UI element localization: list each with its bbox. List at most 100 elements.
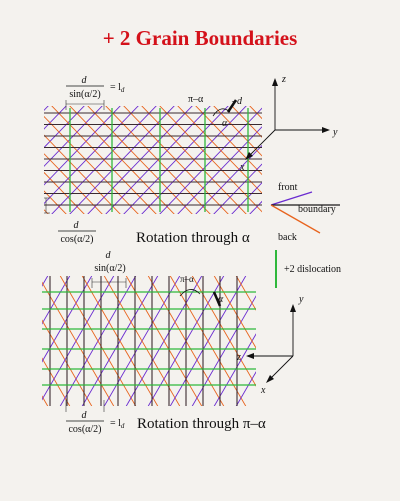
- back-diagonal-line: [44, 115, 139, 214]
- top-side-spacing: d cos(α/2): [44, 197, 96, 245]
- back-diagonal-line: [249, 106, 262, 120]
- front-diagonal-line: [282, 102, 394, 218]
- top-z-label: z: [281, 74, 286, 85]
- bottom-angle-annotation: π–α α: [179, 274, 224, 307]
- back-diagonal-line: [235, 276, 256, 311]
- top-y-label: y: [332, 127, 338, 138]
- top-lattice-diagonals: [0, 102, 400, 218]
- front-diagonal-line: [278, 272, 358, 410]
- front-diagonal-line: [256, 272, 336, 410]
- back-diagonal-line: [69, 106, 175, 214]
- front-diagonal-line: [42, 276, 71, 325]
- bottom-top-denominator: sin(α/2): [94, 263, 125, 274]
- back-diagonal-line: [87, 106, 193, 214]
- front-diagonal-line: [0, 102, 34, 218]
- back-diagonal-line: [278, 272, 358, 410]
- back-diagonal-line: [0, 102, 16, 218]
- back-diagonal-line: [0, 272, 28, 410]
- bottom-lattice-vertical-lines: [49, 276, 238, 406]
- bottom-y-label: y: [298, 294, 304, 305]
- front-diagonal-line: [44, 106, 85, 149]
- top-lattice-horizontal-lines: [44, 112, 262, 206]
- back-diagonal-line: [42, 395, 49, 406]
- front-diagonal-line: [42, 276, 49, 287]
- legend-back-label: back: [278, 232, 297, 243]
- top-eq-numerator: d: [82, 75, 88, 86]
- top-angle-label: π–α: [188, 94, 204, 105]
- front-diagonal-line: [300, 102, 400, 218]
- slide-title: + 2 Grain Boundaries: [102, 26, 298, 50]
- legend-front-line: [270, 191, 313, 206]
- legend-back-line: [270, 204, 321, 234]
- back-diagonal-line: [256, 272, 336, 410]
- bottom-z-label: z: [236, 352, 241, 363]
- back-diagonal-line: [44, 209, 49, 214]
- front-diagonal-line: [213, 163, 262, 214]
- front-diagonal-line: [0, 272, 6, 410]
- back-diagonal-line: [81, 276, 159, 406]
- front-diagonal-line: [322, 272, 400, 410]
- front-diagonal-line: [249, 200, 262, 214]
- bottom-x-axis: [268, 355, 294, 381]
- front-diagonal-line: [235, 371, 256, 406]
- top-eq-rhs: = ld: [110, 82, 125, 94]
- front-diagonal-line: [0, 272, 28, 410]
- back-diagonal-line: [322, 272, 400, 410]
- back-diagonal-line: [42, 357, 71, 406]
- legend-dislocation-label: +2 dislocation: [284, 264, 341, 275]
- top-caption: Rotation through α: [136, 230, 250, 246]
- front-diagonal-line: [264, 102, 376, 218]
- back-diagonal-line: [123, 106, 229, 214]
- bottom-top-numerator: d: [106, 250, 112, 261]
- bottom-eq-numerator: d: [82, 410, 88, 421]
- bottom-angle-arc: [179, 289, 201, 297]
- top-x-axis: [247, 129, 276, 158]
- bottom-lattice-horizontal-lines: [42, 291, 256, 386]
- front-diagonal-line: [0, 102, 16, 218]
- back-diagonal-line: [44, 134, 121, 214]
- back-diagonal-line: [42, 319, 93, 406]
- front-diagonal-line: [231, 182, 262, 214]
- front-diagonal-line: [44, 106, 67, 130]
- top-alpha-label: α: [222, 118, 228, 129]
- bottom-alpha-label: α: [218, 294, 224, 305]
- back-diagonal-line: [159, 106, 262, 213]
- back-diagonal-line: [300, 102, 400, 218]
- legend-front-label: front: [278, 182, 298, 193]
- back-diagonal-line: [44, 171, 85, 214]
- back-diagonal-line: [231, 106, 262, 138]
- bottom-axes: y z x: [236, 294, 304, 396]
- top-d-label: –d: [231, 96, 243, 107]
- back-diagonal-line: [264, 102, 376, 218]
- top-eq-denominator: sin(α/2): [69, 89, 100, 100]
- back-diagonal-line: [0, 102, 34, 218]
- top-lattice: [0, 102, 400, 218]
- front-diagonal-line: [300, 272, 380, 410]
- back-diagonal-line: [105, 106, 211, 214]
- back-diagonal-line: [318, 102, 400, 218]
- back-diagonal-line: [125, 276, 203, 406]
- top-side-denominator: cos(α/2): [60, 234, 93, 245]
- bottom-angle-label: π–α: [180, 274, 194, 284]
- front-diagonal-line: [318, 102, 400, 218]
- back-diagonal-line: [177, 106, 262, 194]
- bottom-lattice: [0, 272, 400, 410]
- back-diagonal-line: [0, 272, 6, 410]
- back-diagonal-line: [44, 190, 67, 214]
- bottom-eq-denominator: cos(α/2): [68, 424, 101, 435]
- bottom-burgers-tick: [212, 291, 222, 307]
- back-diagonal-line: [300, 272, 380, 410]
- top-lattice-vertical-lines: [69, 108, 249, 212]
- top-burgers-tick: [226, 99, 238, 113]
- back-diagonal-line: [42, 281, 115, 406]
- top-spacing-annotation: d sin(α/2) = ld: [65, 75, 125, 110]
- top-axes: z y x: [239, 74, 338, 173]
- front-diagonal-line: [336, 102, 400, 218]
- back-diagonal-line: [59, 276, 137, 406]
- back-diagonal-line: [141, 106, 247, 214]
- back-diagonal-line: [336, 102, 400, 218]
- bottom-x-label: x: [260, 385, 266, 396]
- bottom-side-spacing: d cos(α/2) = ld: [65, 400, 125, 435]
